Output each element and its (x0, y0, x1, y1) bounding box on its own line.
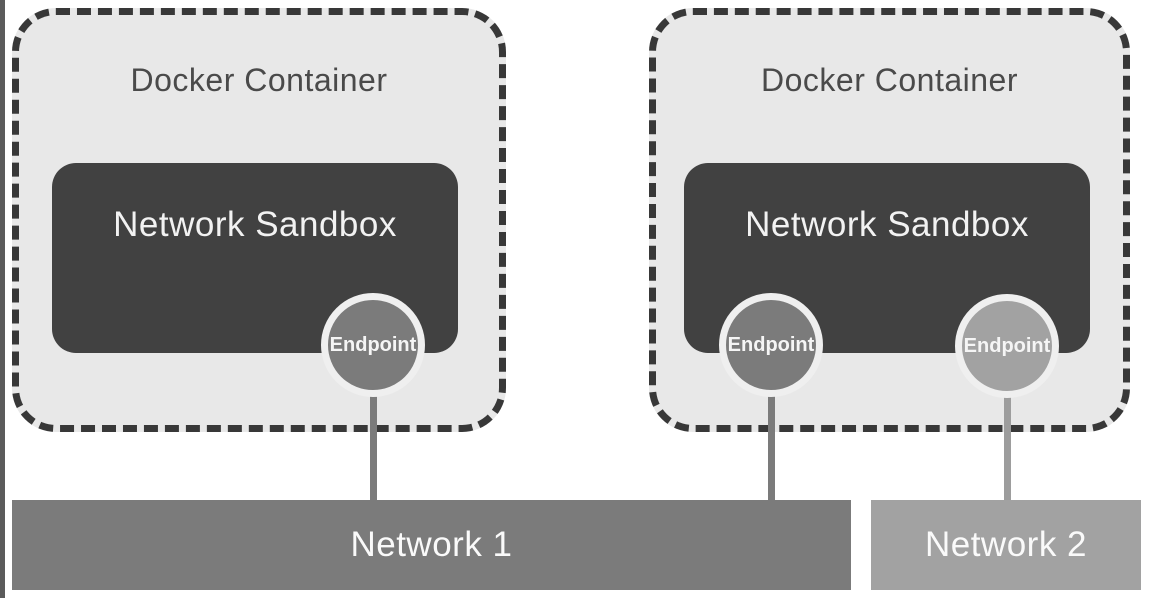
connector-endpoint1-network1 (370, 393, 377, 500)
network-2-bar: Network 2 (871, 500, 1141, 590)
docker-container-2-label: Docker Container (761, 62, 1018, 98)
window-edge-artifact (0, 0, 5, 598)
endpoint-1-label: Endpoint (329, 333, 417, 356)
docker-container-1-label: Docker Container (130, 62, 388, 98)
network-2-label: Network 2 (924, 525, 1088, 564)
network-1-label: Network 1 (350, 525, 513, 564)
endpoint-2-label: Endpoint (727, 333, 815, 356)
endpoint-1: Endpoint (321, 293, 425, 397)
endpoint-3-label: Endpoint (963, 334, 1051, 357)
connector-endpoint2-network1 (768, 393, 775, 500)
network-sandbox-1-label: Network Sandbox (113, 205, 397, 244)
network-sandbox-2-label: Network Sandbox (745, 205, 1029, 244)
endpoint-3: Endpoint (955, 294, 1059, 398)
connector-endpoint3-network2 (1004, 393, 1011, 500)
network-1-bar: Network 1 (12, 500, 851, 590)
endpoint-2: Endpoint (719, 293, 823, 397)
